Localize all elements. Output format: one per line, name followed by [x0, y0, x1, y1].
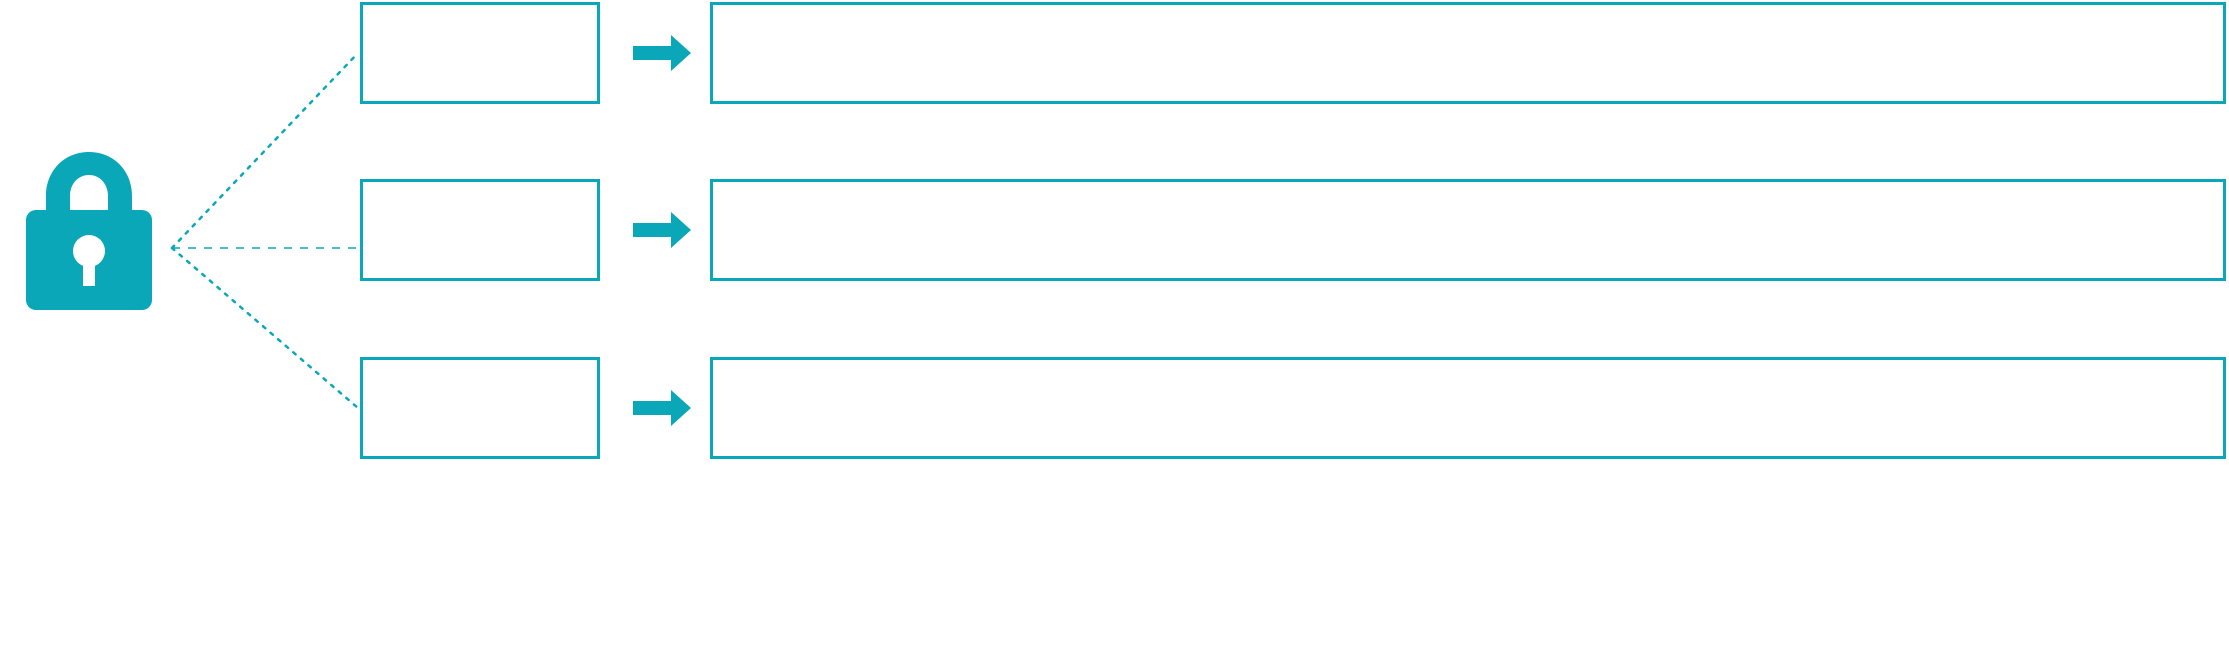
row-1-left-box[interactable]	[360, 2, 600, 104]
row-1-right-box[interactable]	[710, 2, 2226, 104]
row-2-left-box[interactable]	[360, 179, 600, 281]
row-2-right-box[interactable]	[710, 179, 2226, 281]
padlock-icon	[26, 152, 152, 310]
arrow-right-icon	[633, 35, 691, 71]
row-3-left-box[interactable]	[360, 357, 600, 459]
arrow-right-icon	[633, 390, 691, 426]
arrow-right-icon	[633, 212, 691, 248]
row-3-right-box[interactable]	[710, 357, 2226, 459]
